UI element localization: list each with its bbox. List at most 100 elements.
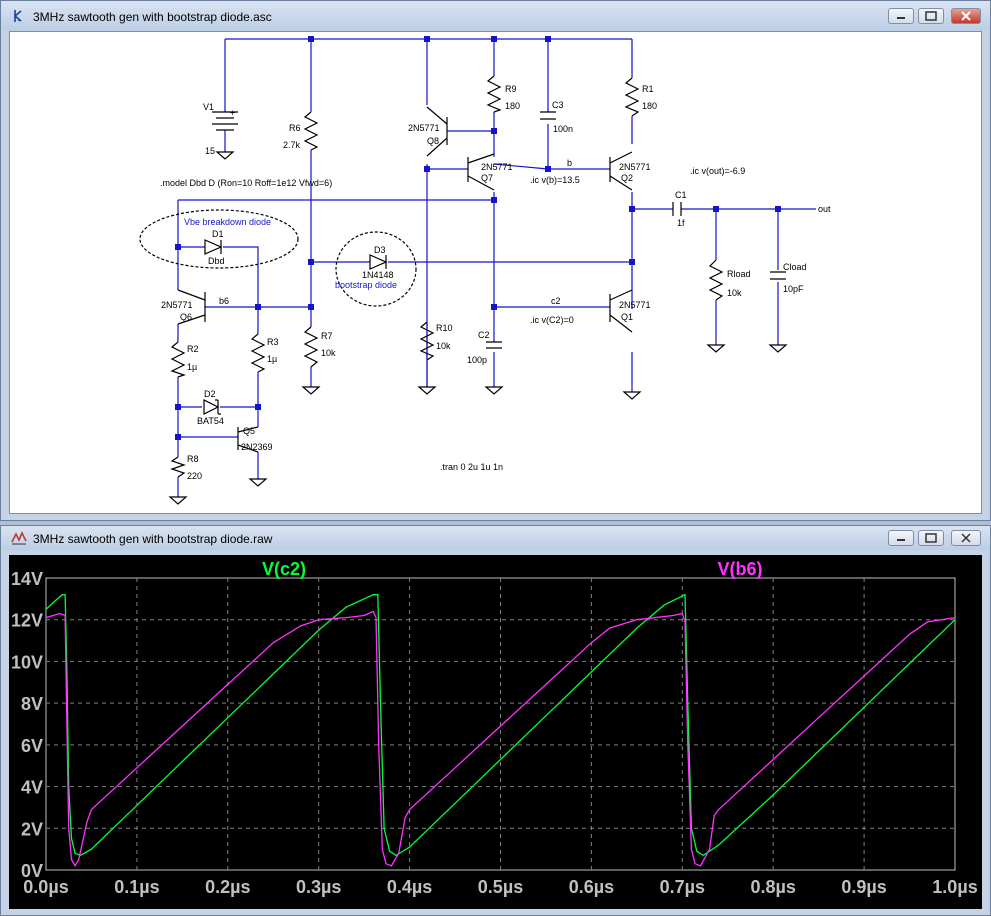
label-b: b <box>567 158 572 168</box>
close-icon <box>961 11 971 21</box>
q6-name: Q6 <box>180 312 192 322</box>
q2-name: Q2 <box>621 173 633 183</box>
q8-model: 2N5771 <box>408 123 440 133</box>
q1-model: 2N5771 <box>619 300 651 310</box>
cload-value: 10pF <box>783 284 804 294</box>
restore-icon <box>925 11 937 21</box>
q7-name: Q7 <box>481 173 493 183</box>
restore-icon <box>925 533 937 543</box>
legend-v-b6[interactable]: V(b6) <box>718 559 763 579</box>
minimize-button[interactable] <box>888 8 914 24</box>
c2-name: C2 <box>478 330 490 340</box>
close-button[interactable] <box>951 8 981 24</box>
trace-v-c2[interactable] <box>45 593 956 857</box>
label-c2: c2 <box>551 296 561 306</box>
r3-name: R3 <box>267 337 279 347</box>
q8-name: Q8 <box>427 136 439 146</box>
ic-c2-directive: .ic v(C2)=0 <box>530 315 574 325</box>
r6-name: R6 <box>289 123 301 133</box>
q6-model: 2N5771 <box>161 300 193 310</box>
r2-name: R2 <box>187 344 199 354</box>
x-tick-label: 0.6µs <box>569 877 614 897</box>
label-b6: b6 <box>219 296 229 306</box>
r1-value: 180 <box>642 101 657 111</box>
d3-model: 1N4148 <box>362 270 394 280</box>
v1-value: 15 <box>205 146 215 156</box>
y-tick-label: 12V <box>11 611 43 631</box>
close-icon <box>961 533 971 543</box>
c1-value: 1f <box>677 218 685 228</box>
schematic-icon <box>14 10 22 22</box>
d3-name: D3 <box>374 245 386 255</box>
v1-name: V1 <box>203 102 214 112</box>
schematic-drawing: .model Dbd D (Ron=10 Roff=1e12 Vfwd=6) V… <box>139 36 831 505</box>
x-tick-label: 0.8µs <box>750 877 795 897</box>
vbe-note: Vbe breakdown diode <box>184 217 271 227</box>
x-tick-label: 0.3µs <box>296 877 341 897</box>
x-tick-label: 0.5µs <box>478 877 523 897</box>
y-tick-label: 14V <box>11 569 43 589</box>
waveform-restore-button[interactable] <box>918 530 944 546</box>
d1-model: Dbd <box>208 256 225 266</box>
schematic-window: 3MHz sawtooth gen with bootstrap diode.a… <box>0 0 991 521</box>
model-directive: .model Dbd D (Ron=10 Roff=1e12 Vfwd=6) <box>160 178 332 188</box>
x-tick-label: 0.9µs <box>841 877 886 897</box>
r9-value: 180 <box>505 101 520 111</box>
q7-model: 2N5771 <box>481 162 513 172</box>
y-tick-label: 10V <box>11 652 43 672</box>
waveform-minimize-button[interactable] <box>888 530 914 546</box>
tran-directive: .tran 0 2u 1u 1n <box>440 462 503 472</box>
r3-value: 1µ <box>267 354 277 364</box>
restore-button[interactable] <box>918 8 944 24</box>
schematic-canvas[interactable]: .model Dbd D (Ron=10 Roff=1e12 Vfwd=6) V… <box>9 31 982 514</box>
bootstrap-note: bootstrap diode <box>335 280 397 290</box>
cload-name: Cload <box>783 262 807 272</box>
c3-name: C3 <box>552 100 564 110</box>
r7-name: R7 <box>321 331 333 341</box>
v1-plus: + <box>230 108 235 118</box>
legend-v-c2[interactable]: V(c2) <box>262 559 306 579</box>
r6-value: 2.7k <box>283 140 301 150</box>
minimize-icon <box>897 17 905 19</box>
c3-value: 100n <box>553 124 573 134</box>
y-tick-label: 8V <box>21 694 43 714</box>
waveform-icon <box>11 531 27 545</box>
d1-name: D1 <box>212 229 224 239</box>
ic-b-directive: .ic v(b)=13.5 <box>530 175 580 185</box>
x-tick-label: 0.1µs <box>114 877 159 897</box>
d2-name: D2 <box>204 389 216 399</box>
r10-value: 10k <box>436 341 451 351</box>
c1-name: C1 <box>675 190 687 200</box>
y-tick-label: 0V <box>21 861 43 881</box>
q1-name: Q1 <box>621 312 633 322</box>
minimize-icon <box>897 539 905 541</box>
label-out: out <box>818 204 831 214</box>
rload-name: Rload <box>727 269 751 279</box>
x-tick-label: 1.0µs <box>932 877 977 897</box>
r10-name: R10 <box>436 323 453 333</box>
y-tick-label: 6V <box>21 736 43 756</box>
q5-model: 2N2369 <box>241 442 273 452</box>
r7-value: 10k <box>321 348 336 358</box>
q5-name: Q5 <box>243 426 255 436</box>
ic-out-directive: .ic v(out)=-6.9 <box>690 166 745 176</box>
r8-value: 220 <box>187 471 202 481</box>
x-tick-label: 0.7µs <box>660 877 705 897</box>
x-tick-label: 0.4µs <box>387 877 432 897</box>
waveform-title: 3MHz sawtooth gen with bootstrap diode.r… <box>33 532 273 546</box>
r8-name: R8 <box>187 454 199 464</box>
r1-name: R1 <box>642 84 654 94</box>
waveform-titlebar[interactable]: 3MHz sawtooth gen with bootstrap diode.r… <box>1 526 990 550</box>
schematic-titlebar[interactable]: 3MHz sawtooth gen with bootstrap diode.a… <box>1 1 990 31</box>
trace-v-b6[interactable] <box>45 610 956 868</box>
q2-model: 2N5771 <box>619 162 651 172</box>
waveform-close-button[interactable] <box>951 530 981 546</box>
rload-value: 10k <box>727 288 742 298</box>
r9-name: R9 <box>505 84 517 94</box>
r2-value: 1µ <box>187 362 197 372</box>
x-tick-label: 0.0µs <box>23 877 68 897</box>
x-tick-label: 0.2µs <box>205 877 250 897</box>
waveform-window: 3MHz sawtooth gen with bootstrap diode.r… <box>0 525 991 916</box>
